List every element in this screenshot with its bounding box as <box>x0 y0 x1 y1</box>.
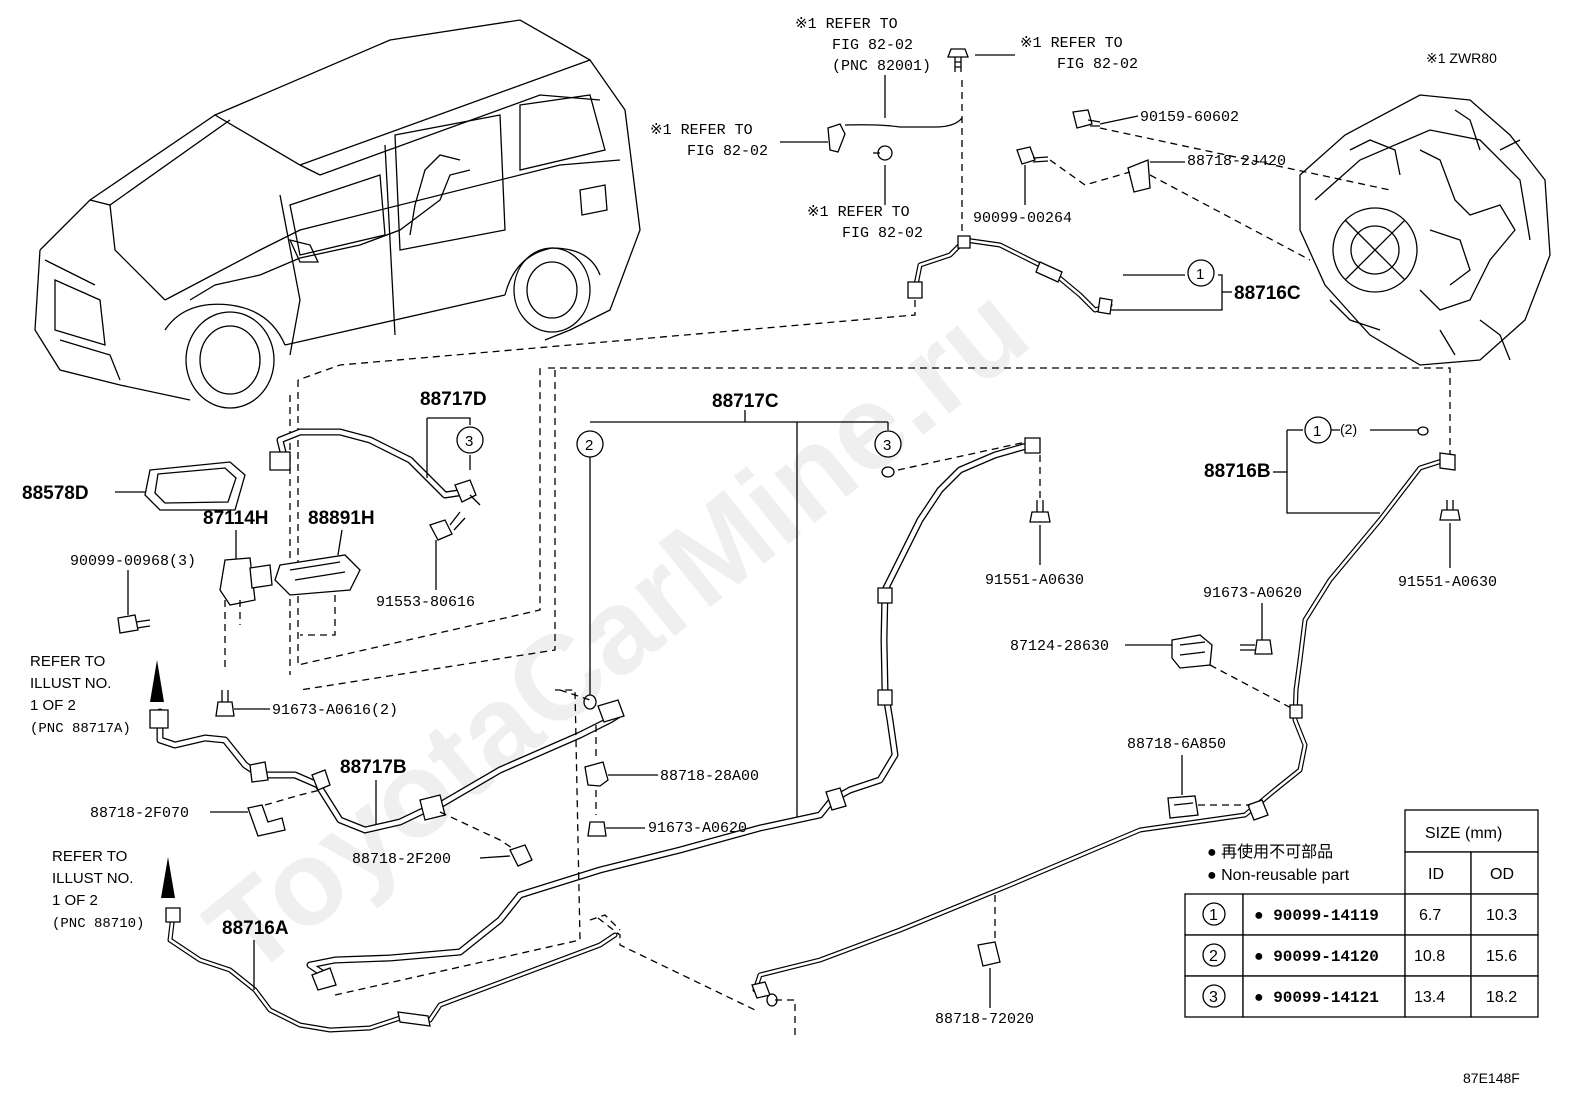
table-row-1-od: 10.3 <box>1486 907 1517 924</box>
table-row-1-ref: 1 <box>1209 907 1218 924</box>
label-88717C: 88717C <box>712 391 779 412</box>
gasket-88578D <box>115 461 246 511</box>
callout-1-88716C: 1 <box>1196 266 1204 283</box>
svg-text:REFER TO: REFER TO <box>52 848 127 865</box>
label-91673-A0616: 91673-A0616(2) <box>272 702 398 719</box>
part-87114H <box>219 557 273 606</box>
bolt-91553-80616 <box>429 511 466 590</box>
callout-3-88717D: 3 <box>465 433 473 450</box>
refer-note-b: ※1 REFER TO FIG 82-02 <box>1020 35 1138 73</box>
clip-88718-6A850 <box>1167 795 1199 819</box>
table-col-id: ID <box>1428 866 1444 883</box>
table-row-2-ref: 2 <box>1209 948 1218 965</box>
svg-text:※1 REFER TO: ※1 REFER TO <box>807 204 910 221</box>
clip-88718-2F070 <box>210 804 286 837</box>
table-row-1-part: ● 90099-14119 <box>1254 907 1379 925</box>
label-87114H: 87114H <box>203 508 269 529</box>
label-88716A: 88716A <box>222 918 289 939</box>
svg-text:(PNC 88710): (PNC 88710) <box>52 916 144 932</box>
callout-2-88717C: 2 <box>585 437 593 454</box>
table-row-2-id: 10.8 <box>1414 948 1445 965</box>
bolt-90099-00968 <box>117 614 151 634</box>
bolt-91673-A0620-upper <box>1240 639 1273 655</box>
legend-en: ● Non-reusable part <box>1207 867 1350 884</box>
part-88891H <box>274 554 361 596</box>
label-91673-A0620-lower: 91673-A0620 <box>648 820 747 837</box>
refer-illust-a: REFER TO ILLUST NO. 1 OF 2 (PNC 88717A) <box>30 653 164 737</box>
svg-text:(PNC 82001): (PNC 82001) <box>832 58 931 75</box>
top-bolt-b <box>873 145 893 161</box>
illustration-code: 87E148F <box>1463 1070 1520 1086</box>
size-table: SIZE (mm) ID OD 1 ● 90099-14119 6.7 10.3… <box>1184 809 1539 1018</box>
table-row-3-part: ● 90099-14121 <box>1254 989 1379 1007</box>
label-91673-A0620-upper: 91673-A0620 <box>1203 585 1302 602</box>
table-size-header: SIZE (mm) <box>1425 825 1502 842</box>
label-91551-A0630-middle: 91551-A0630 <box>985 572 1084 589</box>
label-90099-00264: 90099-00264 <box>973 210 1072 227</box>
label-88716C: 88716C <box>1234 283 1301 304</box>
svg-text:(PNC 88717A): (PNC 88717A) <box>30 721 131 737</box>
svg-text:FIG 82-02: FIG 82-02 <box>842 225 923 242</box>
model-note: ※1 ZWR80 <box>1426 50 1497 66</box>
refer-note-d: ※1 REFER TO FIG 82-02 <box>807 204 923 242</box>
label-oring-qty: (2) <box>1340 421 1357 437</box>
clip-88718-72020 <box>977 941 1001 1008</box>
bolt-90159-60602 <box>1072 109 1139 129</box>
svg-text:ILLUST NO.: ILLUST NO. <box>52 870 133 887</box>
bolt-91551-A0630-middle <box>1029 455 1051 565</box>
table-row-3-ref: 3 <box>1209 989 1218 1006</box>
label-90099-00968: 90099-00968(3) <box>70 553 196 570</box>
clip-88718-28A00 <box>584 761 658 787</box>
refer-note-c: ※1 REFER TO FIG 82-02 <box>650 122 768 160</box>
label-88718-2F200: 88718-2F200 <box>352 851 451 868</box>
label-88578D: 88578D <box>22 483 89 504</box>
bolt-91673-A0616 <box>215 690 270 717</box>
label-88718-2F070: 88718-2F070 <box>90 805 189 822</box>
table-col-od: OD <box>1490 866 1514 883</box>
table-row-2-od: 15.6 <box>1486 948 1517 965</box>
svg-text:ILLUST NO.: ILLUST NO. <box>30 675 111 692</box>
callout-1-88716B: 1 <box>1313 423 1321 440</box>
callout-3-88717C: 3 <box>883 437 891 454</box>
label-87124-28630: 87124-28630 <box>1010 638 1109 655</box>
label-88718-28A00: 88718-28A00 <box>660 768 759 785</box>
part-87124-28630 <box>1171 634 1213 669</box>
table-row-1-id: 6.7 <box>1419 907 1441 924</box>
table-row-3-id: 13.4 <box>1414 989 1445 1006</box>
legend-jp: ● 再使用不可部品 <box>1207 843 1333 861</box>
svg-text:REFER TO: REFER TO <box>30 653 105 670</box>
label-88718-6A850: 88718-6A850 <box>1127 736 1226 753</box>
bolt-91551-A0630-right <box>1439 500 1461 568</box>
label-88717B: 88717B <box>340 757 407 778</box>
label-88718-72020: 88718-72020 <box>935 1011 1034 1028</box>
svg-text:※1 REFER TO: ※1 REFER TO <box>1020 35 1123 52</box>
bolt-91673-A0620-lower <box>587 821 645 837</box>
clip-88718-2F200 <box>479 844 533 867</box>
refer-note-a: ※1 REFER TO FIG 82-02 (PNC 82001) <box>795 16 931 75</box>
svg-text:※1 REFER TO: ※1 REFER TO <box>650 122 753 139</box>
vehicle-illustration <box>34 19 641 409</box>
label-88717D: 88717D <box>420 389 487 410</box>
compressor-illustration <box>1299 94 1551 366</box>
svg-text:1 OF 2: 1 OF 2 <box>30 697 76 714</box>
label-91551-A0630-right: 91551-A0630 <box>1398 574 1497 591</box>
table-row-2-part: ● 90099-14120 <box>1254 948 1379 966</box>
bolt-90099-00264 <box>1016 146 1049 205</box>
svg-text:※1 REFER TO: ※1 REFER TO <box>795 16 898 33</box>
label-88716B: 88716B <box>1204 461 1271 482</box>
label-88718-2J420: 88718-2J420 <box>1187 153 1286 170</box>
svg-text:FIG 82-02: FIG 82-02 <box>1057 56 1138 73</box>
label-90159-60602: 90159-60602 <box>1140 109 1239 126</box>
label-91553-80616: 91553-80616 <box>376 594 475 611</box>
svg-text:FIG 82-02: FIG 82-02 <box>687 143 768 160</box>
watermark: ToyotaCarMine.ru <box>182 260 1052 1001</box>
svg-text:1 OF 2: 1 OF 2 <box>52 892 98 909</box>
svg-text:FIG 82-02: FIG 82-02 <box>832 37 913 54</box>
top-bolt-a <box>947 48 969 72</box>
refer-illust-b: REFER TO ILLUST NO. 1 OF 2 (PNC 88710) <box>52 848 175 932</box>
label-88891H: 88891H <box>308 508 375 529</box>
clamp-88718-2J420 <box>1127 159 1185 193</box>
table-row-3-od: 18.2 <box>1486 989 1517 1006</box>
